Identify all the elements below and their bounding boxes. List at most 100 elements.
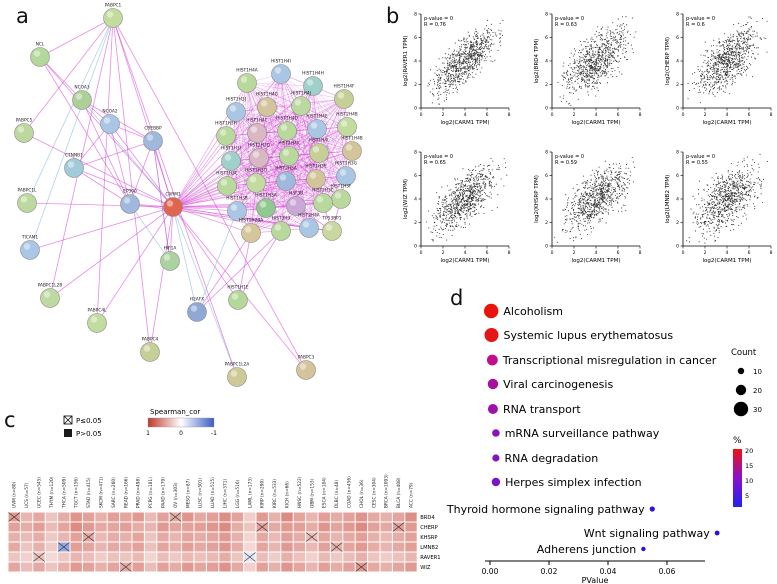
heatmap-cell (231, 512, 244, 522)
x-axis-label: log2(CARM1 TPM) (571, 258, 620, 264)
scatter-points (557, 15, 637, 106)
heatmap-cell (380, 562, 392, 572)
count-legend-dot (733, 401, 749, 417)
heatmap-cell (392, 552, 405, 562)
heatmap-cell (194, 552, 206, 562)
svg-text:0: 0 (420, 112, 423, 118)
heatmap-cell (343, 532, 355, 542)
heatmap-cell (70, 532, 82, 542)
heatmap-cells (8, 512, 417, 572)
heatmap-cell (157, 562, 169, 572)
network-node: HIST1H4G (256, 92, 278, 117)
heatmap-cell (206, 522, 219, 532)
svg-text:4: 4 (595, 112, 598, 118)
heatmap-cell (256, 542, 268, 552)
heatmap-cell (58, 532, 70, 542)
heatmap-cell (8, 542, 20, 552)
pathway-label: Alcoholism (503, 305, 563, 318)
heatmap-cell (244, 562, 256, 572)
network-node-label: HIST1H4A (236, 68, 258, 74)
heatmap-cell (107, 522, 120, 532)
network-node: HIST1H4L (309, 138, 330, 163)
network-node: HIST1H3J (226, 97, 246, 122)
svg-text:8: 8 (639, 250, 642, 256)
heatmap-cell (219, 522, 231, 532)
r-annotation: R = 0.55 (686, 160, 708, 166)
heatmap-cell (70, 512, 82, 522)
network-node: HIST1H3E (305, 164, 327, 189)
heatmap-cell (281, 542, 293, 552)
network-node-label: HIST1H4J (291, 91, 311, 97)
heatmap-cell (132, 512, 144, 522)
pathway-label: Wnt signaling pathway (584, 527, 710, 540)
scatter-points (554, 156, 636, 243)
heatmap-cell (231, 532, 244, 542)
network-node: PABPC1L2A (225, 362, 249, 387)
heatmap-cell (256, 532, 268, 542)
network-node: HIST2H4B (336, 112, 358, 137)
heatmap-cell (392, 542, 405, 552)
pathway-label: RNA degradation (505, 452, 599, 465)
heatmap-cell (244, 512, 256, 522)
svg-text:4: 4 (676, 59, 679, 65)
heatmap-cell (8, 532, 20, 542)
heatmap-cell (107, 512, 120, 522)
heatmap-cell (120, 532, 132, 542)
heatmap-cell (182, 512, 194, 522)
svg-text:0: 0 (551, 250, 554, 256)
heatmap-cell (343, 522, 355, 532)
network-node-label: HIST1H4B (341, 136, 363, 142)
heatmap-cell (343, 542, 355, 552)
pathway-dot (483, 303, 499, 319)
network-node-label: HIST1H3C (216, 171, 238, 177)
network-node: TP53BP1 (322, 216, 342, 241)
heatmap-cell (281, 512, 293, 522)
pathway-dot (714, 530, 720, 536)
svg-text:8: 8 (676, 12, 679, 18)
heatmap-cell (157, 512, 169, 522)
pathway-dot (492, 429, 500, 437)
svg-text:6: 6 (676, 35, 679, 41)
r-annotation: R = 0.65 (424, 160, 446, 166)
svg-text:8: 8 (770, 112, 773, 118)
heatmap-cell (20, 512, 33, 522)
heatmap-cell (157, 532, 169, 542)
heatmap-cell (95, 532, 107, 542)
heatmap-cell (45, 552, 58, 562)
heatmap-cell (182, 542, 194, 552)
heatmap-cell (306, 542, 318, 552)
svg-text:0: 0 (420, 250, 423, 256)
heatmap-cell (281, 552, 293, 562)
heatmap-cell (169, 532, 182, 542)
network-node-label: CTNNB1 (65, 153, 83, 159)
pvalue-annotation: p-value = 0 (424, 154, 453, 160)
spearman-colorbar (147, 417, 215, 428)
pathway-dot (641, 546, 646, 552)
heatmap-cell (206, 532, 219, 542)
heatmap-cell (368, 512, 380, 522)
network-node-label: TP53BP1 (322, 216, 342, 222)
heatmap-cell (405, 542, 417, 552)
heatmap-cell (330, 512, 343, 522)
heatmap-cell (157, 552, 169, 562)
heatmap-cell (107, 532, 120, 542)
panel-letter-d: d (450, 286, 464, 310)
heatmap-cell (194, 512, 206, 522)
network-node: HIST2H3D (248, 143, 271, 168)
network-node: NCL (30, 42, 50, 67)
heatmap-cell (268, 532, 281, 542)
svg-text:8: 8 (545, 12, 548, 18)
heatmap-cell (380, 522, 392, 532)
heatmap-cell (206, 542, 219, 552)
percent-colorbar (733, 449, 742, 507)
network-node: PABPC4L (87, 308, 107, 333)
heatmap-col-labels: UVM (n=80)UCS (n=57)UCEC (n=545)THYM (n=… (12, 474, 415, 509)
svg-text:0: 0 (414, 106, 417, 112)
network-node-label: HIST2H3A (275, 166, 297, 172)
heatmap-cell (380, 532, 392, 542)
sig-legend-label: P≤0.05 (76, 417, 102, 425)
